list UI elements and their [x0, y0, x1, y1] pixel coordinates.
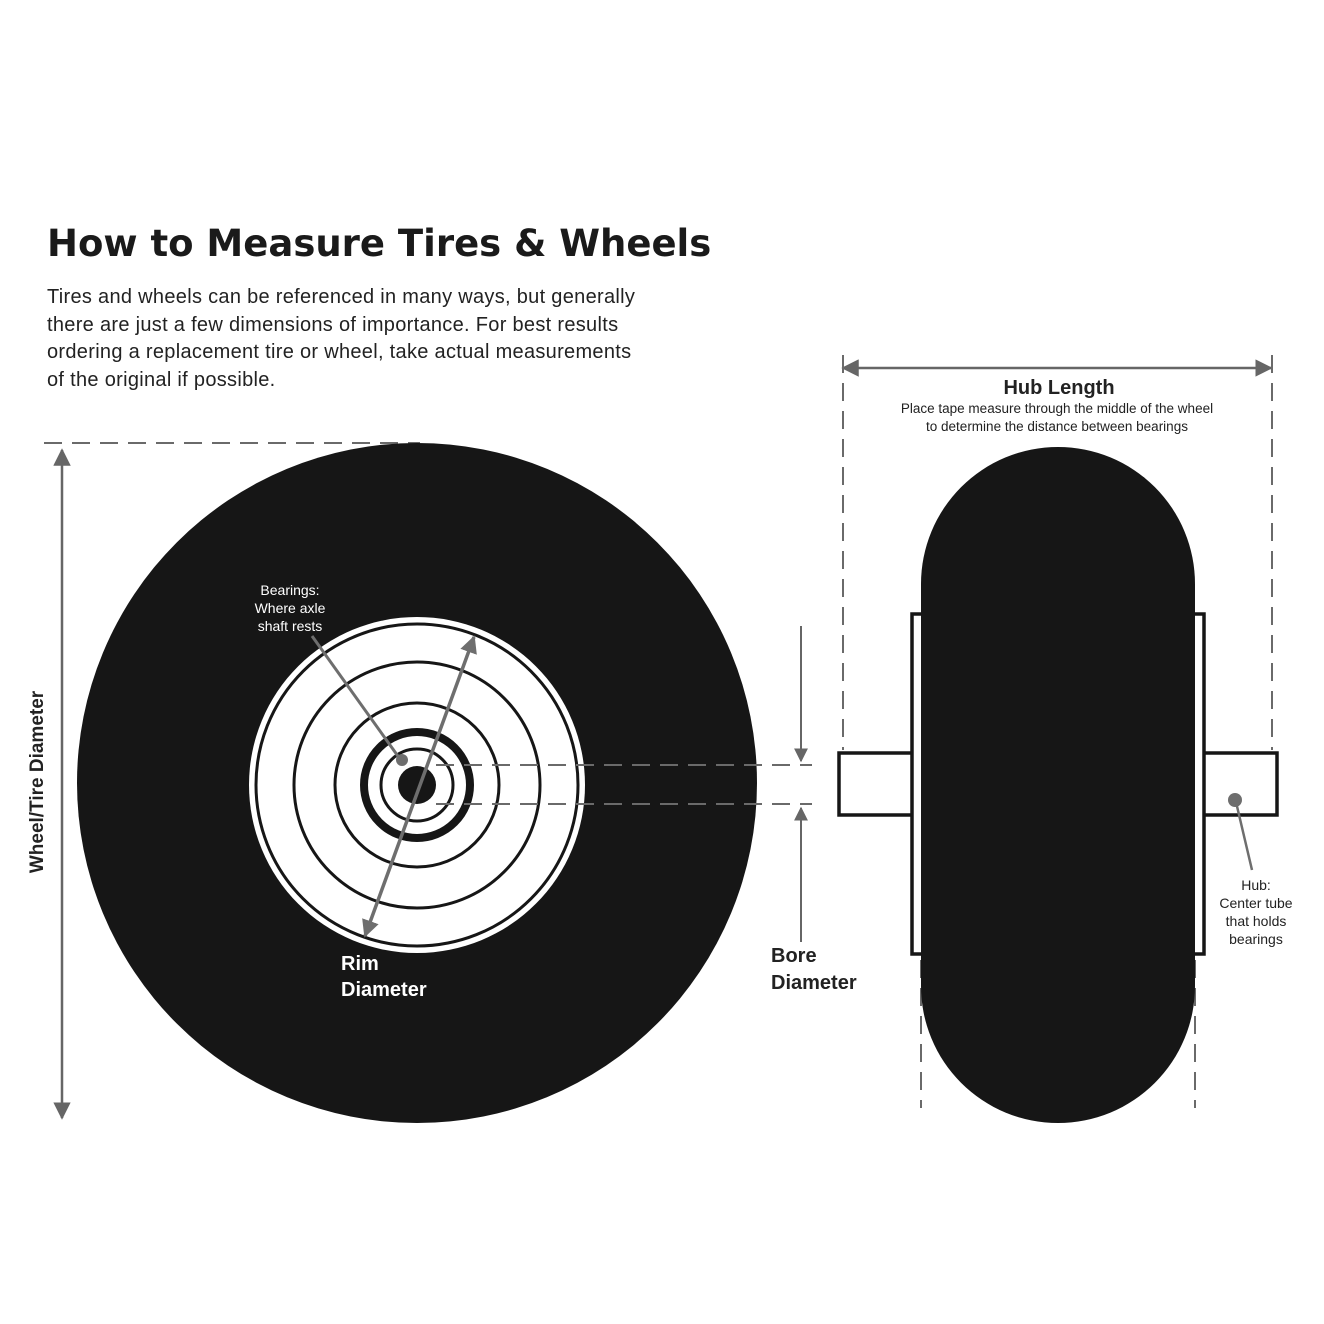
bore-diameter-label-line: Bore — [771, 945, 817, 967]
intro-line: of the original if possible. — [47, 368, 276, 391]
intro-line: there are just a few dimensions of impor… — [47, 313, 619, 336]
page-title: How to Measure Tires & Wheels — [47, 222, 712, 265]
bearings-label-line: Bearings: — [260, 582, 319, 598]
hub-length-desc-line: to determine the distance between bearin… — [926, 419, 1188, 434]
rim-inner-ring — [254, 622, 580, 948]
bore-diameter-dimension: Bore Diameter — [771, 626, 857, 994]
hub-leader-dot — [1228, 793, 1242, 807]
hub-label-line: Center tube — [1219, 895, 1292, 911]
bearings-callout: Bearings: Where axle shaft rests — [255, 582, 408, 766]
bearings-label-line: Where axle — [255, 600, 326, 616]
wheel-side-view — [837, 447, 1279, 1123]
rim-diameter-label-line: Rim — [341, 953, 379, 975]
bore-diameter-label-line: Diameter — [771, 972, 857, 994]
bearings-leader-line — [310, 635, 402, 760]
rim-diameter-arrow — [362, 635, 477, 938]
bearings-label-line: shaft rests — [258, 618, 323, 634]
hub-length-title: Hub Length — [1003, 377, 1114, 399]
wheel-diameter-dimension: Wheel/Tire Diameter — [27, 442, 420, 1120]
hub-leader-line — [1234, 801, 1254, 871]
hub-label-line: Hub: — [1241, 877, 1271, 893]
intro-line: ordering a replacement tire or wheel, ta… — [47, 341, 632, 363]
intro-paragraph: Tires and wheels can be referenced in ma… — [47, 284, 717, 394]
hub-callout: Hub: Center tube that holds bearings — [1219, 793, 1293, 947]
intro-line: Tires and wheels can be referenced in ma… — [47, 286, 636, 308]
tire-side — [921, 447, 1195, 1123]
hub-length-dimension: Hub Length Place tape measure through th… — [841, 355, 1273, 750]
hub-label-line: that holds — [1226, 913, 1287, 929]
hub-length-desc-line: Place tape measure through the middle of… — [901, 401, 1213, 416]
rim-diameter-label-line: Diameter — [341, 979, 427, 1001]
hub-label-line: bearings — [1229, 931, 1283, 947]
wheel-front-view — [77, 443, 757, 1123]
wheel-tire-diameter-label: Wheel/Tire Diameter — [27, 690, 48, 873]
bearings-leader-dot — [396, 754, 408, 766]
